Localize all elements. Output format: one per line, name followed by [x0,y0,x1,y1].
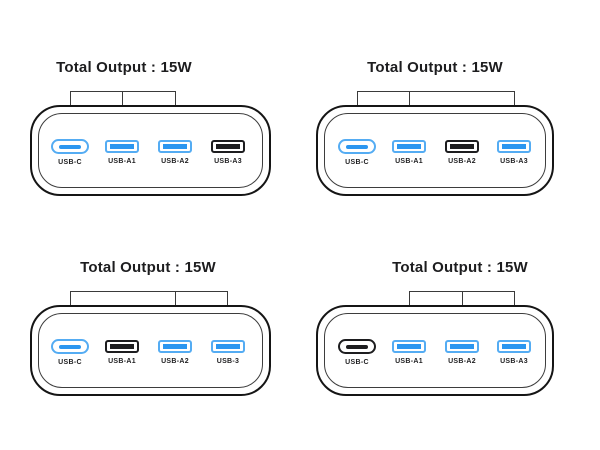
usb-a-tongue-bar [110,144,134,149]
usb-a-tongue-bar [450,144,474,149]
total-output-label: Total Output : 15W [367,59,503,76]
port-usb-a2: USB-A2 [438,139,486,165]
port-label: USB-A3 [214,158,242,165]
usb-a-port-icon [105,340,139,353]
usb-a-port-icon [211,340,245,353]
port-usb-a1: USB-A1 [385,339,433,365]
port-usb-c: USB-C [333,139,381,166]
usb-a-port-icon [158,340,192,353]
port-label: USB-A1 [108,158,136,165]
port-label: USB-A3 [500,158,528,165]
port-usb-3: USB-3 [204,339,252,365]
connector-line-horizontal [70,291,228,292]
usb-a-tongue-bar [397,344,421,349]
connector-line-horizontal [70,91,176,92]
usb-c-pin-bar [59,344,81,349]
port-label: USB-A2 [448,358,476,365]
usb-a-port-icon [497,140,531,153]
port-label: USB-C [345,159,369,166]
port-usb-a2: USB-A2 [438,339,486,365]
port-label: USB-A3 [500,358,528,365]
port-label: USB-3 [216,358,240,365]
connector-line-horizontal [357,91,515,92]
port-usb-c: USB-C [46,139,94,166]
usb-a-port-icon [445,340,479,353]
port-usb-a2: USB-A2 [151,339,199,365]
usb-c-pin-bar [59,144,81,149]
powerbank-outline [30,105,271,196]
port-label: USB-A2 [448,158,476,165]
usb-a-port-icon [445,140,479,153]
panel-top-left: Total Output : 15W USB-C USB-A1 USB-A2 U… [0,0,300,225]
usb-a-tongue-bar [502,344,526,349]
usb-a-port-icon [497,340,531,353]
usb-c-port-icon [338,339,376,354]
usb-a-tongue-bar [216,144,240,149]
usb-a-tongue-bar [163,144,187,149]
total-output-label: Total Output : 15W [56,59,192,76]
port-label: USB-A1 [395,158,423,165]
usb-a-port-icon [211,140,245,153]
usb-c-pin-bar [346,144,368,149]
usb-a-port-icon [392,340,426,353]
port-label: USB-C [345,359,369,366]
usb-c-port-icon [51,339,89,354]
total-output-label: Total Output : 15W [80,259,216,276]
usb-a-tongue-bar [163,344,187,349]
panel-bottom-left: Total Output : 15W USB-C USB-A1 USB-A2 U… [0,200,300,425]
port-usb-c: USB-C [333,339,381,366]
port-label: USB-A1 [395,358,423,365]
port-usb-a1: USB-A1 [98,339,146,365]
port-usb-a2: USB-A2 [151,139,199,165]
port-usb-a3: USB-A3 [490,139,538,165]
port-label: USB-C [58,159,82,166]
usb-a-port-icon [158,140,192,153]
usb-a-tongue-bar [502,144,526,149]
port-usb-a1: USB-A1 [385,139,433,165]
port-usb-c: USB-C [46,339,94,366]
usb-a-tongue-bar [216,344,240,349]
port-usb-a3: USB-A3 [204,139,252,165]
port-label: USB-A1 [108,358,136,365]
panel-bottom-right: Total Output : 15W USB-C USB-A1 USB-A2 U… [300,200,600,425]
usb-a-port-icon [105,140,139,153]
port-label: USB-A2 [161,358,189,365]
usb-a-tongue-bar [397,144,421,149]
usb-c-pin-bar [346,344,368,349]
usb-c-port-icon [51,139,89,154]
port-label: USB-A2 [161,158,189,165]
usb-c-port-icon [338,139,376,154]
port-usb-a1: USB-A1 [98,139,146,165]
usb-a-port-icon [392,140,426,153]
panel-top-right: Total Output : 15W USB-C USB-A1 USB-A2 U… [300,0,600,225]
total-output-label: Total Output : 15W [392,259,528,276]
usb-a-tongue-bar [110,344,134,349]
port-label: USB-C [58,359,82,366]
usb-a-tongue-bar [450,344,474,349]
port-usb-a3: USB-A3 [490,339,538,365]
